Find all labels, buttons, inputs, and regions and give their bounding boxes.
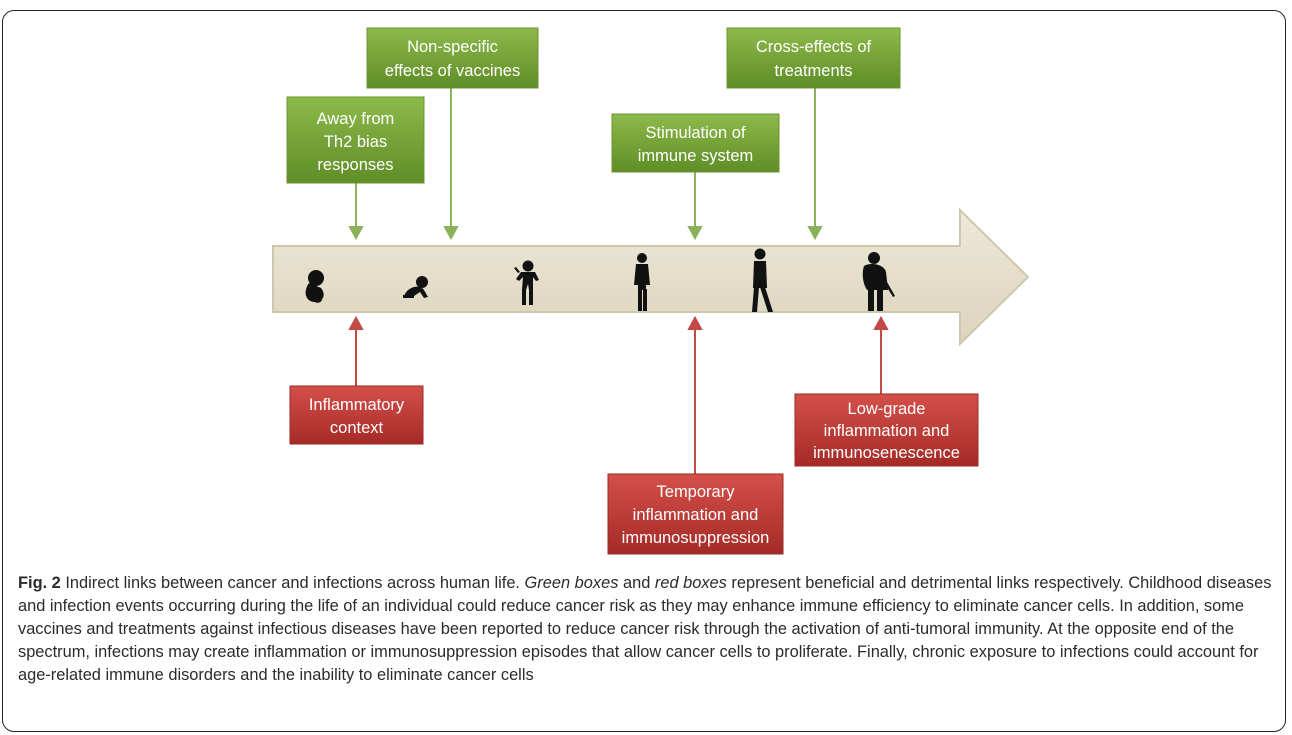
elderly-silhouette [862, 252, 895, 311]
detrimental-box-2: Temporary inflammation and immunosuppres… [607, 473, 784, 555]
svg-text:effects of vaccines: effects of vaccines [385, 62, 520, 80]
svg-text:inflammation and: inflammation and [633, 506, 759, 524]
svg-text:Th2 bias: Th2 bias [324, 133, 387, 151]
life-timeline-diagram: Away from Th2 bias responses Non-specifi… [272, 27, 1030, 555]
svg-text:Cross-effects of: Cross-effects of [756, 38, 872, 56]
svg-text:Low-grade: Low-grade [848, 400, 926, 418]
svg-text:immunosenescence: immunosenescence [813, 444, 960, 462]
crawling-baby-silhouette [403, 276, 428, 298]
svg-text:Stimulation of: Stimulation of [646, 124, 746, 142]
beneficial-box-1: Away from Th2 bias responses [286, 96, 425, 184]
figure-caption: Fig. 2 Indirect links between cancer and… [18, 572, 1276, 687]
beneficial-connectors [348, 88, 823, 241]
life-timeline-arrow [272, 207, 1030, 347]
toddler-silhouette [514, 260, 539, 305]
beneficial-box-4: Cross-effects of treatments [726, 27, 901, 89]
child-silhouette [634, 253, 650, 311]
caption-and: and [618, 574, 655, 592]
svg-text:Temporary: Temporary [657, 483, 736, 501]
detrimental-box-3: Low-grade inflammation and immunosenesce… [794, 393, 979, 467]
detrimental-box-1: Inflammatory context [289, 385, 424, 445]
detrimental-connectors [348, 315, 889, 474]
svg-text:context: context [330, 419, 384, 437]
caption-green-term: Green boxes [524, 574, 619, 592]
svg-text:treatments: treatments [775, 62, 853, 80]
beneficial-box-2: Non-specific effects of vaccines [366, 27, 539, 89]
adult-silhouette [752, 248, 773, 312]
svg-text:immunosuppression: immunosuppression [622, 529, 770, 547]
svg-text:immune system: immune system [638, 147, 754, 165]
caption-title: Indirect links between cancer and infect… [60, 574, 525, 592]
svg-text:responses: responses [317, 156, 393, 174]
svg-text:inflammation and: inflammation and [824, 422, 950, 440]
svg-text:Non-specific: Non-specific [407, 38, 498, 56]
svg-text:Inflammatory: Inflammatory [309, 396, 405, 414]
figure-frame [2, 10, 1286, 732]
caption-red-term: red boxes [654, 574, 727, 592]
figure-label: Fig. 2 [18, 574, 61, 592]
caption-body: represent beneficial and detrimental lin… [18, 574, 1272, 684]
beneficial-box-3: Stimulation of immune system [611, 113, 780, 173]
fetus-silhouette [305, 270, 324, 303]
svg-text:Away from: Away from [317, 110, 395, 128]
